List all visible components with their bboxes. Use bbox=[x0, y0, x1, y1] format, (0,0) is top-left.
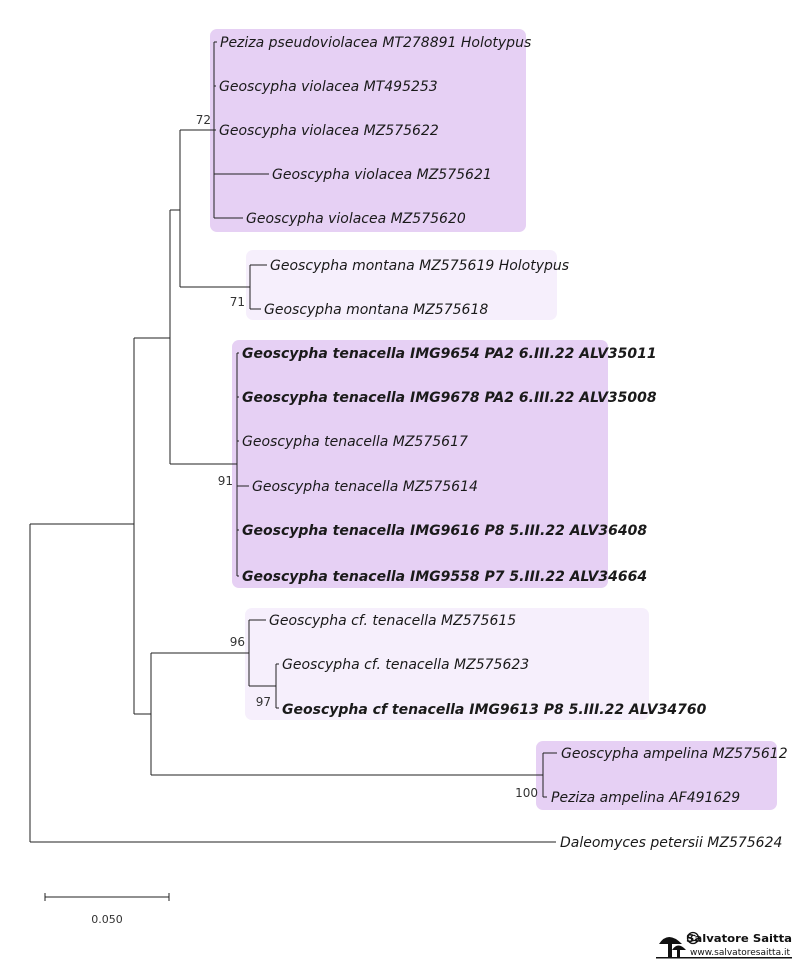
taxon-label: Geoscypha tenacella MZ575614 bbox=[252, 479, 478, 495]
cf-tenacella-clade-box bbox=[245, 608, 649, 720]
taxon-label: Geoscypha violacea MZ575621 bbox=[272, 167, 492, 183]
root-branches bbox=[29, 523, 556, 843]
copyright-icon bbox=[686, 931, 700, 945]
taxon-label: Geoscypha montana MZ575618 bbox=[264, 302, 488, 318]
ampelina-clade-box bbox=[536, 741, 777, 810]
ingroup-branches bbox=[133, 337, 170, 715]
taxon-label: Geoscypha tenacella IMG9558 P7 5.III.22 … bbox=[242, 569, 647, 585]
taxon-label: Peziza pseudoviolacea MT278891 Holotypus bbox=[220, 35, 531, 51]
montana-clade-branches bbox=[249, 264, 267, 310]
violacea-clade-box bbox=[210, 29, 526, 232]
scale-bar-label: 0.050 bbox=[91, 913, 123, 926]
support-values: 72 71 91 96 97 100 bbox=[196, 113, 538, 800]
taxon-label: Geoscypha tenacella MZ575617 bbox=[242, 434, 468, 450]
taxon-labels: Peziza pseudoviolacea MT278891 Holotypus… bbox=[219, 35, 788, 851]
scale-bar-line bbox=[44, 893, 170, 901]
taxon-label: Geoscypha montana MZ575619 Holotypus bbox=[270, 258, 569, 274]
taxon-label: Geoscypha violacea MZ575620 bbox=[246, 211, 466, 227]
watermark-copyright: Salvatore Saitta bbox=[686, 932, 792, 945]
clade-highlights bbox=[210, 29, 777, 810]
taxon-label: Geoscypha cf. tenacella MZ575623 bbox=[282, 657, 529, 673]
taxon-label: Geoscypha cf. tenacella MZ575615 bbox=[269, 613, 516, 629]
taxon-label: Geoscypha tenacella IMG9654 PA2 6.III.22… bbox=[242, 346, 657, 362]
cf-tenacella-branches bbox=[248, 619, 279, 709]
tree-branches bbox=[29, 41, 557, 843]
tenacella-clade-box bbox=[232, 340, 608, 588]
taxon-label: Geoscypha violacea MT495253 bbox=[219, 79, 438, 95]
taxon-label: Peziza ampelina AF491629 bbox=[551, 790, 740, 806]
violacea-montana-branches bbox=[179, 129, 250, 288]
lower-group-branches bbox=[150, 652, 543, 776]
support-value-cf-tenacella: 96 bbox=[230, 635, 245, 649]
support-value-violacea: 72 bbox=[196, 113, 211, 127]
support-value-montana: 71 bbox=[230, 295, 245, 309]
ampelina-clade-branches bbox=[542, 752, 557, 798]
upper-group-branches bbox=[169, 209, 237, 465]
violacea-clade-branches bbox=[213, 41, 269, 219]
taxon-label: Geoscypha cf tenacella IMG9613 P8 5.III.… bbox=[282, 702, 707, 718]
taxon-label: Geoscypha ampelina MZ575612 bbox=[561, 746, 788, 762]
watermark: Salvatore Saitta www.salvatoresaitta.it bbox=[656, 931, 792, 959]
support-value-cf-tenacella-sub: 97 bbox=[256, 695, 271, 709]
montana-clade-box bbox=[246, 250, 557, 320]
taxon-label: Geoscypha violacea MZ575622 bbox=[219, 123, 439, 139]
taxon-label: Geoscypha tenacella IMG9616 P8 5.III.22 … bbox=[242, 523, 647, 539]
taxon-label: Geoscypha tenacella IMG9678 PA2 6.III.22… bbox=[242, 390, 657, 406]
tenacella-clade-branches bbox=[236, 352, 249, 577]
scale-bar: 0.050 bbox=[44, 893, 170, 926]
mushroom-logo-icon bbox=[656, 937, 792, 959]
support-value-tenacella: 91 bbox=[218, 474, 233, 488]
taxon-label: Daleomyces petersii MZ575624 bbox=[560, 835, 782, 851]
watermark-url: www.salvatoresaitta.it bbox=[690, 948, 791, 958]
support-value-ampelina: 100 bbox=[515, 786, 538, 800]
